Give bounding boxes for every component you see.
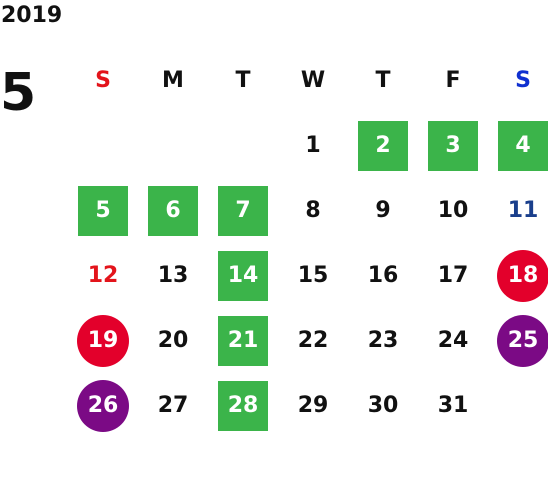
- calendar-day: 31: [437, 393, 469, 418]
- calendar-day: 5: [78, 185, 128, 236]
- calendar-day: 29: [297, 393, 329, 418]
- calendar-day: 25: [497, 314, 548, 367]
- weekday-thu: T: [375, 68, 391, 93]
- calendar-cell: [208, 113, 278, 178]
- calendar-cell: 4: [488, 113, 548, 178]
- calendar-cell: 15: [278, 243, 348, 308]
- calendar-cell: 12: [68, 243, 138, 308]
- weekday-fri: F: [445, 68, 461, 93]
- calendar-day: 6: [148, 185, 198, 236]
- calendar-day: 17: [437, 263, 469, 288]
- calendar-cell: [68, 113, 138, 178]
- calendar-day: 20: [157, 328, 189, 353]
- weekday-sat: S: [515, 68, 531, 93]
- calendar-cell: 23: [348, 308, 418, 373]
- calendar-cell: 11: [488, 178, 548, 243]
- calendar-cell: 8: [278, 178, 348, 243]
- calendar-cell: 3: [418, 113, 488, 178]
- calendar-day: 7: [218, 185, 268, 236]
- calendar-cell: 6: [138, 178, 208, 243]
- calendar-day: 30: [367, 393, 399, 418]
- weekday-sun: S: [95, 68, 111, 93]
- calendar-cell: 21: [208, 308, 278, 373]
- calendar-day: 15: [297, 263, 329, 288]
- calendar-cell: 22: [278, 308, 348, 373]
- calendar-cell: 30: [348, 373, 418, 438]
- calendar-day: 22: [297, 328, 329, 353]
- weekday-tue: T: [235, 68, 251, 93]
- calendar-cell: 13: [138, 243, 208, 308]
- calendar-day: 27: [157, 393, 189, 418]
- calendar-day: 24: [437, 328, 469, 353]
- calendar-day: 14: [218, 250, 268, 301]
- calendar-cell: 5: [68, 178, 138, 243]
- weekday-mon: M: [162, 68, 184, 93]
- calendar-year: 2019: [1, 3, 63, 28]
- calendar-day: 10: [437, 198, 469, 223]
- calendar-cell: 25: [488, 308, 548, 373]
- calendar-cell: 14: [208, 243, 278, 308]
- calendar-cell: 1: [278, 113, 348, 178]
- calendar-day: 23: [367, 328, 399, 353]
- calendar-month: 5: [0, 63, 37, 123]
- calendar-day: 4: [498, 120, 548, 171]
- weekday-wed: W: [300, 68, 326, 93]
- calendar-day: 26: [77, 379, 129, 432]
- calendar-cell: 10: [418, 178, 488, 243]
- calendar-cell: 16: [348, 243, 418, 308]
- calendar-cell: 2: [348, 113, 418, 178]
- calendar-cell: 29: [278, 373, 348, 438]
- calendar-day: 28: [218, 380, 268, 431]
- calendar-day: 19: [77, 314, 129, 367]
- calendar-day: 13: [157, 263, 189, 288]
- calendar-day: 8: [305, 198, 321, 223]
- calendar-cell: 20: [138, 308, 208, 373]
- calendar-day: 21: [218, 315, 268, 366]
- calendar-day: 18: [497, 249, 548, 302]
- calendar-cell: 26: [68, 373, 138, 438]
- calendar-day: 1: [305, 133, 321, 158]
- calendar-day: 2: [358, 120, 408, 171]
- calendar-cell: 18: [488, 243, 548, 308]
- calendar-cell: 24: [418, 308, 488, 373]
- calendar-day: 3: [428, 120, 478, 171]
- calendar-cell: 27: [138, 373, 208, 438]
- calendar-day: 11: [507, 198, 539, 223]
- calendar-cell: 28: [208, 373, 278, 438]
- calendar-cell: 17: [418, 243, 488, 308]
- calendar-day: 16: [367, 263, 399, 288]
- calendar-day: 9: [375, 198, 391, 223]
- calendar-cell: 19: [68, 308, 138, 373]
- calendar-cell: 7: [208, 178, 278, 243]
- calendar-cell: [138, 113, 208, 178]
- calendar-cell: 9: [348, 178, 418, 243]
- calendar-cell: 31: [418, 373, 488, 438]
- calendar-day: 12: [87, 263, 119, 288]
- calendar-cell: [488, 373, 548, 438]
